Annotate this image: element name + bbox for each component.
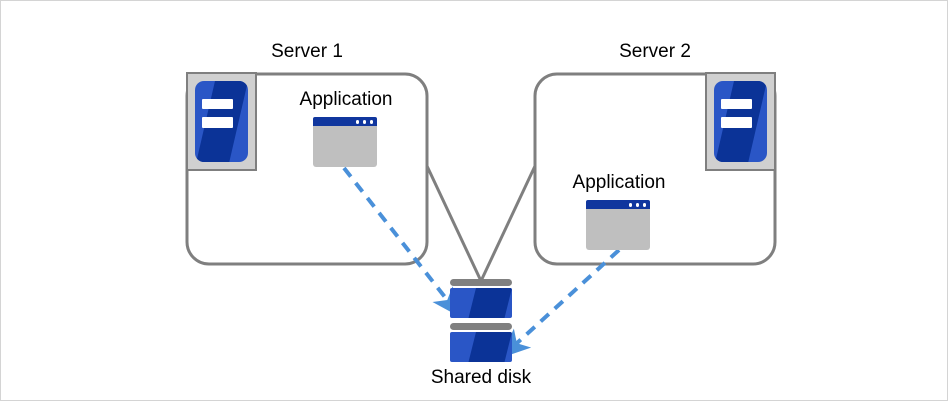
app-window-dot-3	[369, 120, 373, 124]
server-machine-slot-2	[721, 117, 753, 128]
app-window-titlebar	[313, 117, 377, 126]
server-2-application-window-icon	[586, 200, 650, 250]
app-window-titlebar	[586, 200, 650, 209]
server-1-machine-icon	[186, 72, 257, 171]
app-window-dot-2	[635, 203, 639, 207]
app-window-dot-3	[642, 203, 646, 207]
server-machine-body	[714, 81, 767, 162]
server-machine-slot-1	[721, 98, 753, 110]
connector-server-1-to-disk	[425, 165, 483, 282]
server-1-title: Server 1	[271, 41, 343, 62]
connector-server-2-to-disk	[479, 165, 537, 282]
disk-platter-1	[450, 288, 512, 318]
server-2-application-label: Application	[572, 172, 666, 193]
server-machine-slot-1	[202, 98, 234, 110]
server-machine-slot-2	[202, 117, 234, 128]
disk-cap-2	[450, 323, 512, 330]
disk-platter-shade	[468, 288, 512, 318]
server-1-application-window-icon	[313, 117, 377, 167]
disk-cap-1	[450, 279, 512, 286]
disk-platter-shade	[468, 332, 512, 362]
server-2-machine-icon	[705, 72, 776, 171]
shared-disk-label: Shared disk	[430, 367, 532, 388]
app-window-body	[313, 126, 377, 167]
app-window-dot-1	[628, 203, 632, 207]
app-window-body	[586, 209, 650, 250]
server-2-title: Server 2	[619, 41, 691, 62]
server-1-application-label: Application	[299, 89, 393, 110]
arrow-app-2-to-disk	[500, 248, 621, 359]
shared-disk-icon	[450, 279, 512, 362]
app-window-dot-1	[355, 120, 359, 124]
server-machine-body	[195, 81, 248, 162]
arrow-app-1-to-disk	[342, 166, 461, 318]
app-window-dot-2	[362, 120, 366, 124]
disk-platter-2	[450, 332, 512, 362]
